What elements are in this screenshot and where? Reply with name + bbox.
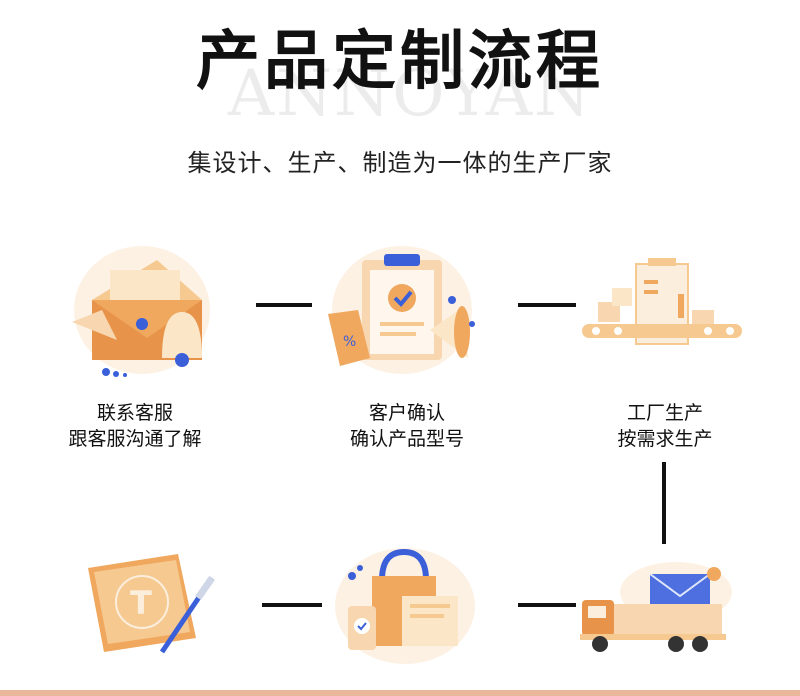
step-1-title: 联系客服 <box>96 402 173 424</box>
design-drawing-icon: T <box>88 554 215 654</box>
bottom-accent-bar <box>0 690 800 696</box>
connector-line-1 <box>256 303 312 307</box>
step-2-label: 客户确认 确认产品型号 <box>297 400 517 452</box>
step-3-label: 工厂生产 按需求生产 <box>555 400 775 452</box>
page-subtitle: 集设计、生产、制造为一体的生产厂家 <box>187 149 613 177</box>
page-title: 产品定制流程 <box>196 25 604 99</box>
step-3-title: 工厂生产 <box>626 402 703 424</box>
svg-text:T: T <box>130 584 152 622</box>
shopping-bag-icon <box>335 548 475 664</box>
delivery-truck-icon <box>580 562 732 652</box>
factory-conveyor-icon <box>582 258 742 345</box>
connector-line-vertical <box>662 462 666 544</box>
step-2-desc: 确认产品型号 <box>349 428 464 450</box>
connector-line-3 <box>262 603 322 607</box>
step-3-desc: 按需求生产 <box>617 428 713 450</box>
svg-text:%: % <box>343 334 356 350</box>
clipboard-check-icon: % <box>328 246 475 374</box>
step-1-label: 联系客服 跟客服沟通了解 <box>25 400 245 452</box>
connector-line-2 <box>518 303 576 307</box>
step-2-title: 客户确认 <box>368 402 445 424</box>
step-1-desc: 跟客服沟通了解 <box>68 428 202 450</box>
mail-bell-icon <box>72 246 210 377</box>
watermark-text: ANNOYAN <box>227 57 593 131</box>
connector-line-4 <box>518 603 576 607</box>
